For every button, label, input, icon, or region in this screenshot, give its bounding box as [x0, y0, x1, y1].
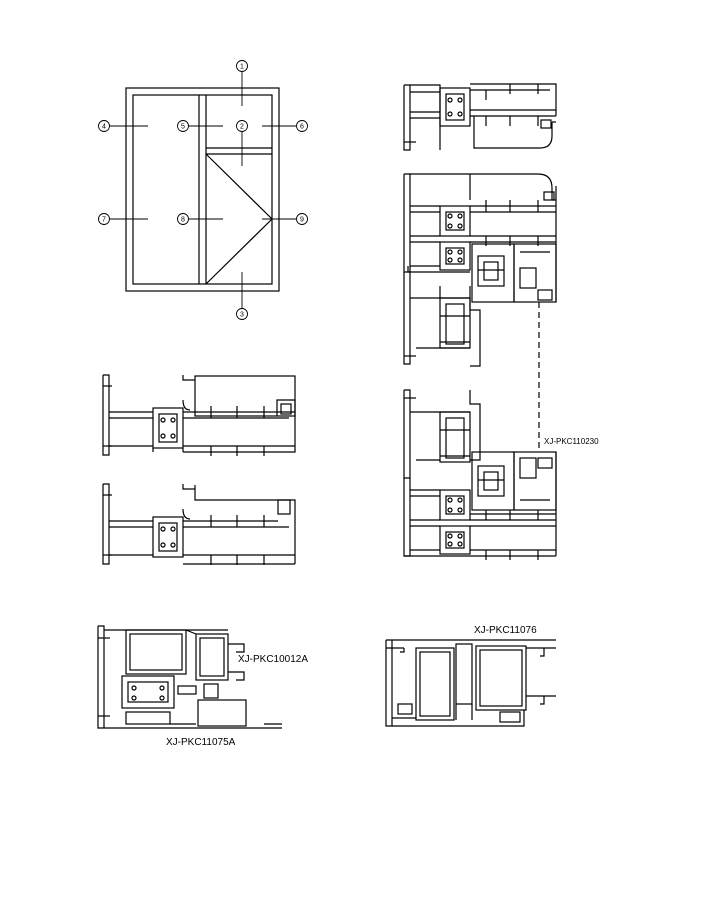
- marker-2-text: 2: [240, 124, 244, 131]
- marker-5: [177, 120, 189, 132]
- inner-frame: [132, 94, 273, 285]
- marker-6-text: 6: [300, 124, 304, 131]
- marker-circles: [98, 60, 308, 320]
- profile-bottom-left: [97, 625, 282, 729]
- section-sill: [403, 389, 557, 560]
- marker-3: [236, 308, 248, 320]
- marker-1-text: 1: [240, 64, 244, 71]
- marker-5-text: 5: [181, 124, 185, 131]
- marker-4: [98, 120, 110, 132]
- marker-1: [236, 60, 248, 72]
- marker-7: [98, 213, 110, 225]
- section-left-upper: [102, 374, 296, 456]
- section-head: [403, 83, 557, 151]
- marker-7-text: 7: [102, 217, 106, 224]
- marker-6: [296, 120, 308, 132]
- window-elevation: 1 2 3 4 5 6 7 8 9: [98, 60, 308, 320]
- outer-frame: [125, 87, 280, 292]
- section-left-lower: [102, 483, 296, 565]
- label-profile-b: XJ-PKC11075A: [166, 737, 236, 748]
- marker-9-text: 9: [300, 217, 304, 224]
- label-profile-c: XJ-PKC11076: [474, 625, 537, 636]
- marker-8: [177, 213, 189, 225]
- label-profile-a: XJ-PKC10012A: [238, 654, 309, 665]
- profile-bottom-right: [385, 639, 556, 727]
- label-profile-d: XJ-PKC110230: [544, 437, 599, 446]
- leader-lines: [110, 71, 296, 308]
- marker-numbers: 1 2 3 4 5 6 7 8 9: [102, 64, 304, 319]
- section-sash-upper: [403, 272, 481, 367]
- marker-9: [296, 213, 308, 225]
- marker-2: [236, 120, 248, 132]
- marker-3-text: 3: [240, 312, 244, 319]
- marker-8-text: 8: [181, 217, 185, 224]
- marker-4-text: 4: [102, 124, 106, 131]
- section-transom: [403, 173, 557, 303]
